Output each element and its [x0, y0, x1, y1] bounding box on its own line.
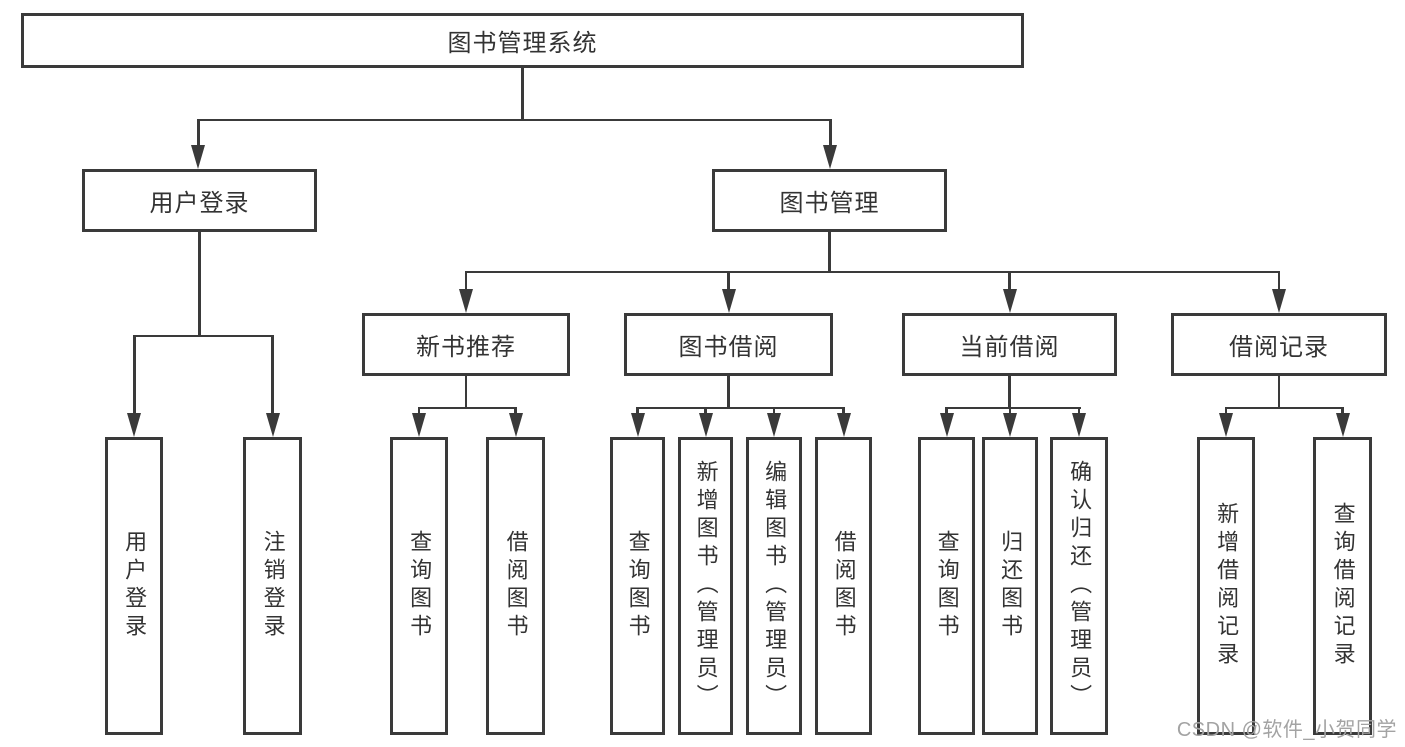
arrow-down-icon — [1002, 289, 1017, 313]
leaf-label: 查询图书 — [625, 530, 651, 642]
leaf-label: 新增借阅记录 — [1214, 502, 1240, 670]
connector-line — [198, 231, 201, 336]
arrow-down-icon — [412, 413, 426, 437]
connector-line — [418, 406, 517, 410]
node-borrowing-records: 借阅记录 — [1171, 313, 1387, 376]
leaf-query-books-current: 查询图书 — [918, 437, 975, 735]
connector-line — [271, 334, 274, 415]
leaf-label: 编辑图书（管理员） — [762, 460, 788, 712]
leaf-borrow-books-borrowing: 借阅图书 — [815, 437, 872, 735]
leaf-label: 查询图书 — [407, 530, 433, 642]
arrow-down-icon — [939, 413, 954, 437]
leaf-add-books-admin: 新增图书（管理员） — [678, 437, 733, 735]
arrow-down-icon — [630, 413, 645, 437]
connector-line — [464, 270, 468, 291]
connector-line — [829, 118, 832, 147]
leaf-query-books-recommend: 查询图书 — [390, 437, 448, 735]
connector-line — [636, 406, 845, 410]
node-new-book-recommend: 新书推荐 — [362, 313, 570, 376]
leaf-edit-books-admin: 编辑图书（管理员） — [746, 437, 802, 735]
leaf-borrow-books-recommend: 借阅图书 — [486, 437, 545, 735]
connector-line — [197, 118, 832, 122]
arrow-down-icon — [823, 145, 837, 169]
leaf-label: 借阅图书 — [503, 530, 529, 642]
connector-line — [828, 231, 831, 272]
connector-line — [1008, 406, 1012, 415]
connector-line — [133, 334, 274, 338]
connector-line — [842, 406, 845, 415]
connector-line — [1225, 406, 1344, 410]
connector-line — [727, 270, 730, 291]
connector-line — [636, 406, 639, 415]
connector-line — [133, 334, 136, 415]
arrow-down-icon — [265, 413, 280, 437]
node-current-borrowing: 当前借阅 — [902, 313, 1117, 376]
connector-line — [417, 406, 421, 415]
leaf-label: 注销登录 — [260, 530, 286, 642]
leaf-logout: 注销登录 — [243, 437, 302, 735]
leaf-query-borrow-record: 查询借阅记录 — [1313, 437, 1372, 735]
connector-line — [1277, 270, 1281, 291]
arrow-down-icon — [1003, 413, 1017, 437]
arrow-down-icon — [698, 413, 713, 437]
connector-line — [1008, 270, 1011, 291]
connector-line — [514, 406, 517, 415]
connector-line — [197, 118, 200, 147]
connector-line — [1341, 406, 1344, 415]
leaf-add-borrow-record: 新增借阅记录 — [1197, 437, 1255, 735]
node-library-management-system: 图书管理系统 — [21, 13, 1024, 68]
connector-line — [1077, 406, 1081, 415]
node-book-borrowing: 图书借阅 — [624, 313, 833, 376]
watermark: CSDN @软件_小贺同学 — [1176, 719, 1397, 741]
arrow-down-icon — [1272, 289, 1286, 313]
leaf-label: 用户登录 — [122, 530, 148, 642]
connector-line — [1224, 406, 1228, 415]
arrow-down-icon — [721, 289, 736, 313]
leaf-label: 归还图书 — [998, 530, 1024, 642]
connector-line — [465, 270, 1280, 274]
connector-line — [704, 406, 707, 415]
arrow-down-icon — [767, 413, 781, 437]
leaf-user-login: 用户登录 — [105, 437, 163, 735]
arrow-down-icon — [1335, 413, 1350, 437]
arrow-down-icon — [459, 289, 473, 313]
leaf-label: 确认归还（管理员） — [1067, 460, 1093, 712]
arrow-down-icon — [1072, 413, 1086, 437]
leaf-confirm-return-admin: 确认归还（管理员） — [1050, 437, 1108, 735]
arrow-down-icon — [508, 413, 523, 437]
leaf-label: 查询借阅记录 — [1330, 502, 1356, 670]
leaf-label: 借阅图书 — [831, 530, 857, 642]
arrow-down-icon — [1219, 413, 1233, 437]
node-user-login: 用户登录 — [82, 169, 317, 232]
connector-line — [464, 374, 468, 408]
leaf-return-books: 归还图书 — [982, 437, 1038, 735]
connector-line — [945, 406, 1081, 410]
arrow-down-icon — [836, 413, 851, 437]
connector-line — [1008, 374, 1011, 408]
arrow-down-icon — [127, 413, 141, 437]
leaf-query-books-borrowing: 查询图书 — [610, 437, 665, 735]
node-book-management: 图书管理 — [712, 169, 947, 232]
arrow-down-icon — [191, 145, 206, 169]
leaf-label: 查询图书 — [934, 530, 960, 642]
connector-line — [1277, 374, 1281, 408]
connector-line — [727, 374, 730, 408]
connector-line — [772, 406, 776, 415]
connector-line — [945, 406, 948, 415]
leaf-label: 新增图书（管理员） — [693, 460, 719, 712]
connector-line — [521, 67, 524, 120]
